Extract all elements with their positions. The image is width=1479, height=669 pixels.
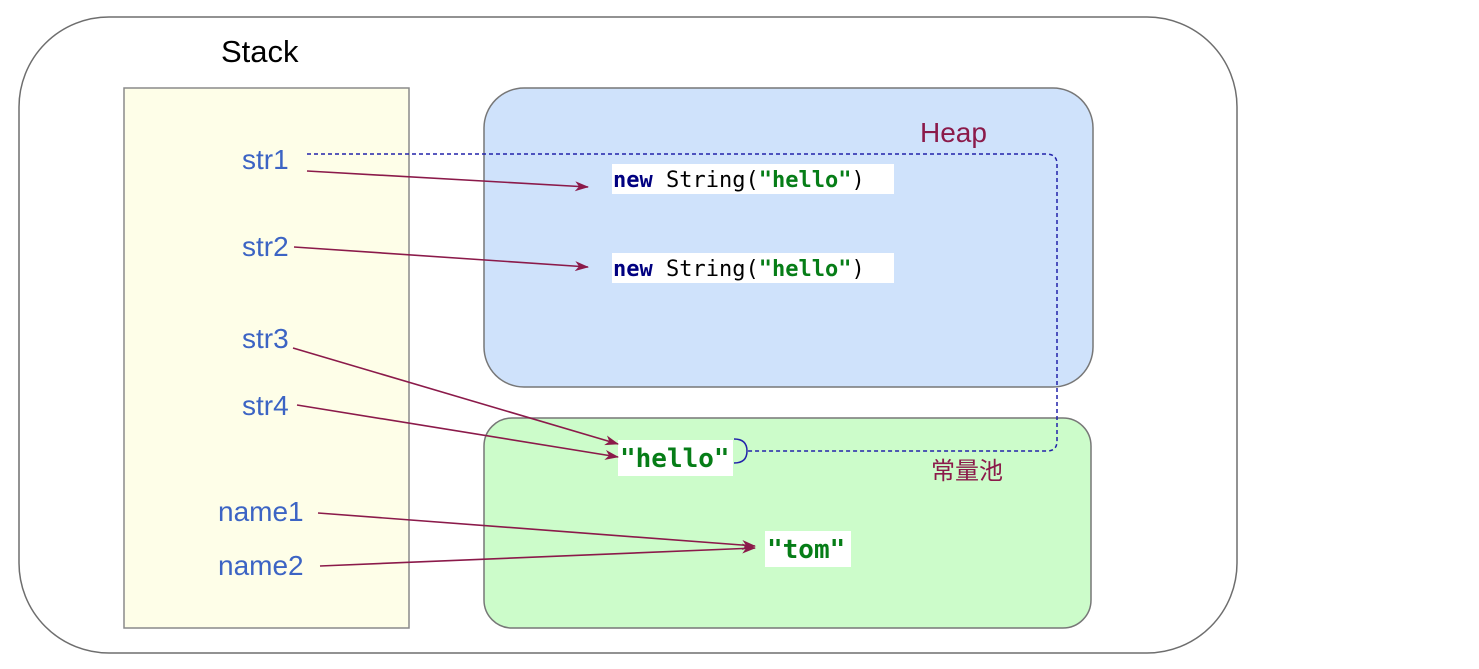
stack-area (123, 87, 410, 629)
stack-title: Stack (221, 34, 299, 69)
var-name2: name2 (218, 550, 304, 581)
heap-object-2-class: String( (653, 257, 759, 282)
heap-object-1-class: String( (653, 168, 759, 193)
heap-title: Heap (920, 117, 987, 148)
heap-object-1-bg (612, 164, 894, 194)
heap-object-2-bg (612, 253, 894, 283)
pool-literal-hello-bg (618, 440, 733, 476)
constant-pool-title: 常量池 (931, 457, 1003, 485)
heap-object-1-close: ) (851, 168, 864, 193)
arrow-str2-heap (293, 246, 589, 272)
heap-object-1-literal: "hello" (759, 168, 852, 193)
heap-object-2-close: ) (851, 257, 864, 282)
var-str4: str4 (242, 390, 289, 421)
heap-object-2-keyword: new (613, 257, 653, 282)
arrow-name1-pool (317, 512, 756, 551)
var-str3: str3 (242, 323, 289, 354)
heap-object-2: new String("hello") (613, 257, 865, 282)
pool-literal-tom-bg (765, 531, 851, 567)
pool-literal-hello: "hello" (620, 444, 730, 474)
heap-object-1: new String("hello") (613, 168, 865, 193)
hello-link-hook (733, 438, 748, 464)
arrow-str1-heap (306, 170, 589, 192)
pool-literal-tom: "tom" (767, 535, 845, 565)
var-str1: str1 (242, 144, 289, 175)
str1-pool-link (307, 153, 1058, 452)
heap-object-2-literal: "hello" (759, 257, 852, 282)
heap-object-1-keyword: new (613, 168, 653, 193)
heap-area (483, 87, 1094, 388)
var-name1: name1 (218, 496, 304, 527)
var-str2: str2 (242, 231, 289, 262)
arrow-name2-pool (319, 543, 756, 567)
arrow-str4-pool (296, 404, 619, 460)
arrow-str3-pool (292, 347, 619, 446)
